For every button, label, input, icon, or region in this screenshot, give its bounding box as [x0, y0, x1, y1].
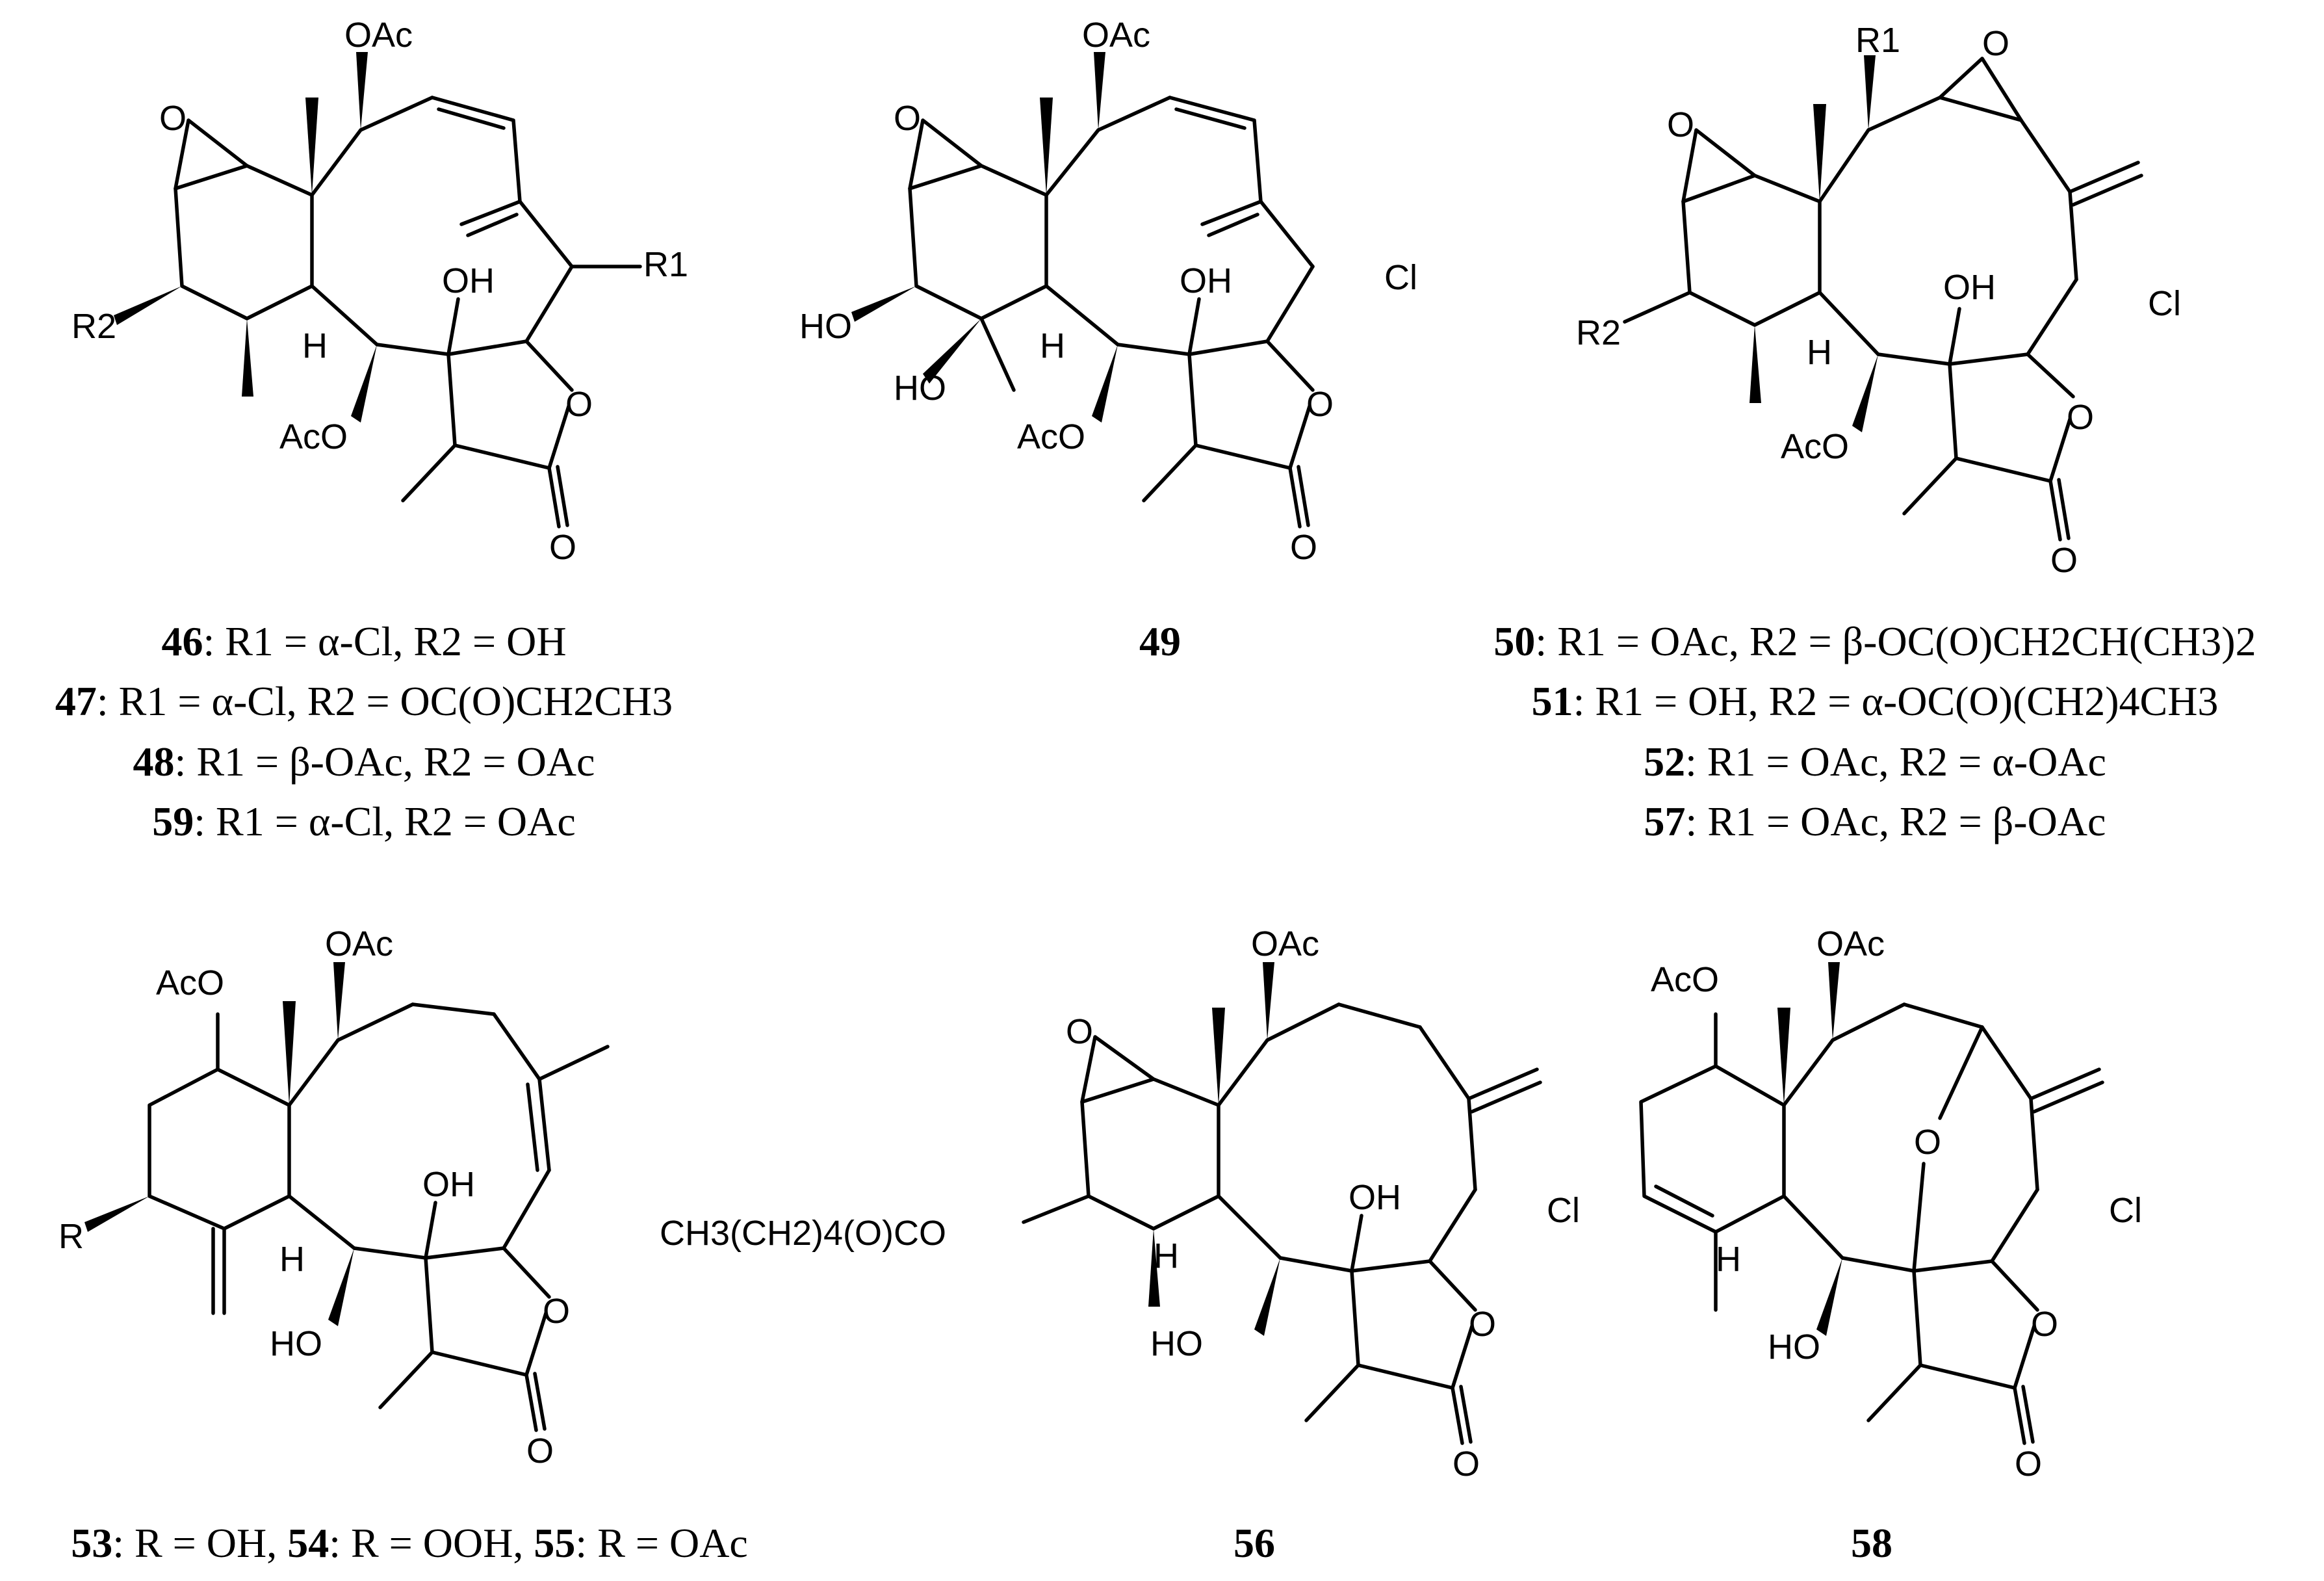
label-h: H [1154, 1236, 1179, 1275]
label-ring-o: O [543, 1292, 570, 1331]
caption-53-54-55: 53: R = OH, 54: R = OOH, 55: R = OAc [71, 1520, 748, 1566]
label-ring-o: O [565, 385, 593, 424]
label-oac: OAc [1816, 924, 1885, 963]
label-carbonyl-o: O [1452, 1444, 1480, 1483]
label-bridge-o: O [1914, 1123, 1941, 1162]
label-epoxide-o-top: O [1982, 24, 2009, 63]
label-ring-o: O [1306, 385, 1334, 424]
label-r2: R2 [1576, 313, 1621, 352]
label-ring-o: O [2067, 398, 2094, 437]
structure-49: OAc O OH Cl HO HO H AcO O O [799, 16, 1417, 567]
caption-50: 50: R1 = OAc, R2 = β-OC(O)CH2CH(CH3)2 [1493, 618, 2256, 664]
label-carbonyl-o: O [2015, 1444, 2042, 1483]
structure-58: OAc AcO O Cl H HO O O [1639, 924, 2142, 1483]
label-oac: OAc [325, 924, 393, 963]
label-carbonyl-o: O [549, 528, 576, 567]
caption-49: 49 [1139, 618, 1181, 664]
label-oac: OAc [1082, 16, 1150, 55]
label-r1: R1 [1855, 21, 1900, 60]
caption-58: 58 [1851, 1520, 1892, 1566]
structure-56: OAc O OH Cl CH3(CH2)4(O)CO H HO O O [660, 924, 1580, 1483]
label-cl: Cl [1547, 1191, 1580, 1230]
caption-46: 46: R1 = α-Cl, R2 = OH [161, 618, 566, 664]
label-h: H [1716, 1240, 1741, 1279]
label-oh: OH [1180, 261, 1232, 300]
caption-59: 59: R1 = α-Cl, R2 = OAc [152, 798, 576, 844]
label-h: H [279, 1240, 305, 1279]
caption-51: 51: R1 = OH, R2 = α-OC(O)(CH2)4CH3 [1532, 678, 2219, 724]
label-aco: AcO [1651, 960, 1719, 999]
caption-47: 47: R1 = α-Cl, R2 = OC(O)CH2CH3 [55, 678, 673, 724]
label-carbonyl-o: O [526, 1431, 554, 1470]
label-cl: Cl [2148, 284, 2181, 323]
structure-46-47-48-59: OAc O OH R1 R2 H AcO O O [71, 16, 688, 567]
label-h: H [1040, 326, 1065, 365]
label-r2: R2 [71, 307, 116, 346]
label-ho: HO [1768, 1327, 1820, 1366]
label-ring-o: O [2031, 1305, 2058, 1344]
label-r1: R1 [643, 245, 688, 284]
label-h: H [302, 326, 328, 365]
caption-48: 48: R1 = β-OAc, R2 = OAc [133, 738, 595, 785]
label-r: R [58, 1217, 84, 1256]
caption-56: 56 [1233, 1520, 1275, 1566]
label-oh: OH [1349, 1178, 1401, 1217]
label-oh: OH [442, 261, 495, 300]
label-carbonyl-o: O [2050, 541, 2078, 580]
label-ring-o: O [1469, 1305, 1496, 1344]
label-aco: AcO [1781, 427, 1849, 466]
label-ho-1: HO [799, 307, 852, 346]
label-h: H [1807, 333, 1832, 372]
structure-53-54-55: OAc AcO OH R H HO O O [58, 924, 610, 1470]
label-cl: Cl [1384, 258, 1417, 297]
label-epoxide-o-left: O [1667, 105, 1694, 144]
label-aco: AcO [279, 417, 348, 456]
label-ester-chain: CH3(CH2)4(O)CO [660, 1214, 946, 1253]
structure-50-51-52-57: R1 O O OH Cl R2 H AcO O O [1576, 21, 2181, 580]
label-epoxide-o: O [1066, 1012, 1093, 1051]
label-epoxide-o: O [894, 99, 921, 138]
label-ho: HO [270, 1324, 322, 1363]
label-ho-2: HO [894, 369, 946, 408]
label-oh: OH [1943, 268, 1996, 307]
label-ho: HO [1150, 1324, 1203, 1363]
label-cl: Cl [2109, 1191, 2142, 1230]
label-oac: OAc [344, 16, 413, 55]
label-aco: AcO [156, 963, 224, 1002]
label-carbonyl-o: O [1290, 528, 1317, 567]
label-oh: OH [422, 1165, 475, 1204]
label-oac: OAc [1251, 924, 1319, 963]
caption-57: 57: R1 = OAc, R2 = β-OAc [1644, 798, 2106, 844]
label-epoxide-o: O [159, 99, 187, 138]
caption-52: 52: R1 = OAc, R2 = α-OAc [1644, 738, 2106, 785]
label-aco: AcO [1017, 417, 1085, 456]
captions: 46: R1 = α-Cl, R2 = OH 47: R1 = α-Cl, R2… [55, 618, 2256, 1566]
